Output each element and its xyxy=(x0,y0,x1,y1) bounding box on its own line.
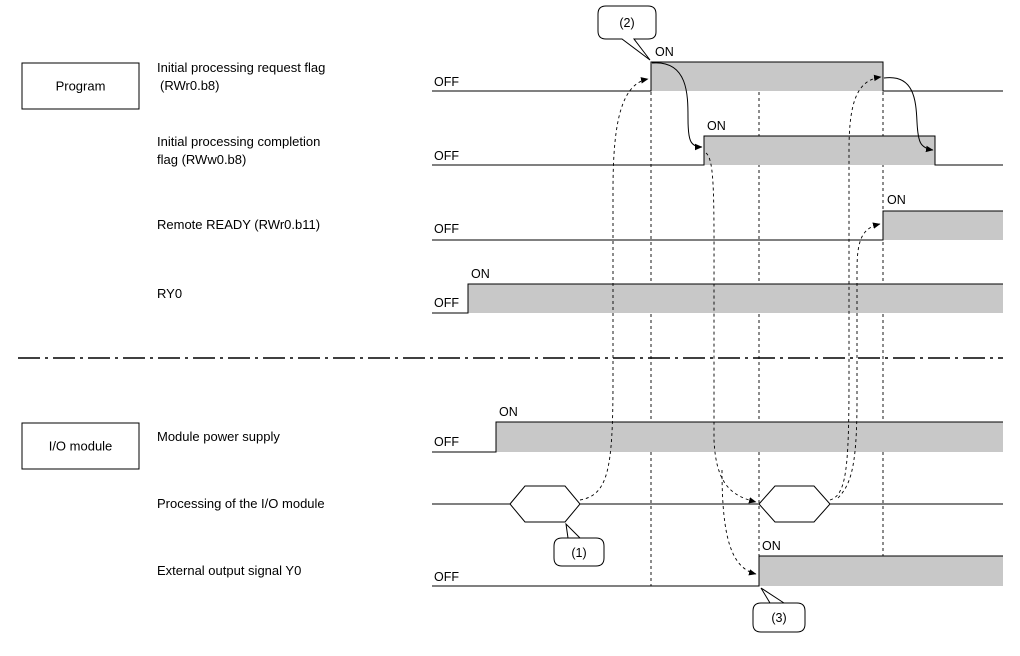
off-label: OFF xyxy=(434,435,459,449)
on-label: ON xyxy=(707,119,726,133)
remote-ready-label: Remote READY (RWr0.b11) xyxy=(157,217,320,232)
callout-1: (1) xyxy=(553,522,605,567)
arrow-process-to-request-off xyxy=(829,74,882,501)
off-label: OFF xyxy=(434,296,459,310)
init-complete-label-line2: flag (RWw0.b8) xyxy=(157,152,246,167)
on-label: ON xyxy=(499,405,518,419)
io-module-section-box: I/O module xyxy=(21,422,140,470)
io-module-label: I/O module xyxy=(49,439,113,454)
processing-hexagon-2 xyxy=(758,485,831,523)
init-complete-label-line1: Initial processing completion xyxy=(157,134,320,149)
program-label: Program xyxy=(56,79,106,94)
init-request-label-line1: Initial processing request flag xyxy=(157,60,325,75)
program-section-box: Program xyxy=(21,62,140,110)
y0-label: External output signal Y0 xyxy=(157,563,301,578)
off-label: OFF xyxy=(434,570,459,584)
arrow-process-to-y0 xyxy=(721,469,757,576)
power-label: Module power supply xyxy=(157,429,280,444)
callout-3-text: (3) xyxy=(771,611,786,625)
ry0-label: RY0 xyxy=(157,286,182,301)
callout-2: (2) xyxy=(597,5,657,61)
arrow-process-to-remote-ready xyxy=(837,222,881,499)
on-label: ON xyxy=(471,267,490,281)
callout-3: (3) xyxy=(752,587,806,633)
on-label: ON xyxy=(655,45,674,59)
arrow-request-to-complete xyxy=(651,62,703,151)
off-label: OFF xyxy=(434,149,459,163)
init-request-label-line2: (RWr0.b8) xyxy=(160,78,219,93)
signal-init-complete: OFF ON xyxy=(432,119,1003,166)
processing-label: Processing of the I/O module xyxy=(157,496,325,511)
signal-init-request: OFF ON xyxy=(432,45,1003,92)
on-label: ON xyxy=(762,539,781,553)
processing-hexagon-1 xyxy=(509,485,581,523)
signal-power: OFF ON xyxy=(432,405,1003,453)
arrow-process-to-request xyxy=(579,77,649,501)
signal-ry0: OFF ON xyxy=(432,267,1003,314)
off-label: OFF xyxy=(434,75,459,89)
signal-remote-ready: OFF ON xyxy=(432,193,1003,241)
arrow-request-off-to-complete-off xyxy=(883,77,934,153)
callout-1-text: (1) xyxy=(571,546,586,560)
signal-processing xyxy=(432,485,1003,523)
on-label: ON xyxy=(887,193,906,207)
off-label: OFF xyxy=(434,222,459,236)
callout-2-text: (2) xyxy=(619,16,634,30)
signal-y0: OFF ON xyxy=(432,539,1003,587)
